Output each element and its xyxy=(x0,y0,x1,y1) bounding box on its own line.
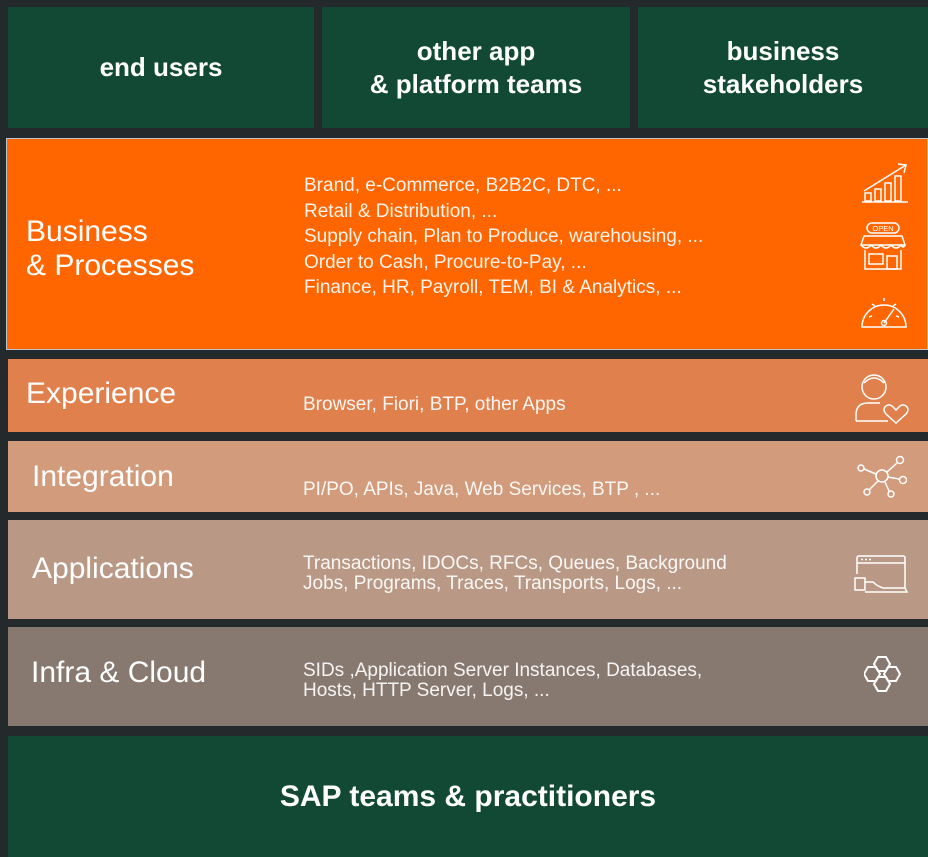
speedometer-icon xyxy=(858,287,910,333)
infra-cloud-items: SIDs ,Application Server Instances, Data… xyxy=(303,661,702,700)
sap-teams-box: SAP teams & practitioners xyxy=(8,736,928,857)
integration-layer: Integration PI/PO, APIs, Java, Web Servi… xyxy=(8,441,928,512)
business-item: Retail & Distribution, ... xyxy=(304,200,498,222)
business-processes-title: Business & Processes xyxy=(26,215,195,282)
applications-item: Jobs, Programs, Traces, Transports, Logs… xyxy=(303,572,683,594)
end-users-label: end users xyxy=(99,52,223,82)
business-item: Finance, HR, Payroll, TEM, BI & Analytic… xyxy=(304,277,682,299)
app-platform-teams-box: other app & platform teams xyxy=(322,7,630,128)
infra-cloud-item: SIDs ,Application Server Instances, Data… xyxy=(303,660,703,681)
applications-title: Applications xyxy=(32,552,194,585)
infra-cloud-title: Infra & Cloud xyxy=(31,656,207,689)
business-item: Brand, e-Commerce, B2B2C, DTC, ... xyxy=(304,175,622,196)
applications-item: Transactions, IDOCs, RFCs, Queues, Backg… xyxy=(303,553,727,574)
business-item: Order to Cash, Procure-to-Pay, ... xyxy=(304,251,587,273)
svg-text:OPEN: OPEN xyxy=(872,224,893,233)
integration-items: PI/PO, APIs, Java, Web Services, BTP , .… xyxy=(303,480,660,500)
integration-item: PI/PO, APIs, Java, Web Services, BTP , .… xyxy=(303,479,661,500)
business-processes-layer: Business & Processes Brand, e-Commerce, … xyxy=(6,138,928,350)
app-window-icon xyxy=(853,554,909,596)
growth-chart-icon xyxy=(860,161,910,203)
open-store-icon: OPEN xyxy=(857,221,909,271)
business-processes-items: Brand, e-Commerce, B2B2C, DTC, ... Retai… xyxy=(304,173,703,301)
experience-item: Browser, Fiori, BTP, other Apps xyxy=(303,394,566,415)
experience-items: Browser, Fiori, BTP, other Apps xyxy=(303,395,566,415)
applications-items: Transactions, IDOCs, RFCs, Queues, Backg… xyxy=(303,554,727,593)
experience-title: Experience xyxy=(26,377,177,410)
hexagon-cluster-icon xyxy=(864,655,904,695)
business-item: Supply chain, Plan to Produce, warehousi… xyxy=(304,226,704,248)
applications-layer: Applications Transactions, IDOCs, RFCs, … xyxy=(8,520,928,619)
app-platform-teams-label: other app & platform teams xyxy=(369,35,583,99)
integration-title: Integration xyxy=(32,460,174,493)
user-heart-icon xyxy=(854,371,910,425)
end-users-box: end users xyxy=(8,7,314,128)
business-stakeholders-label: business stakeholders xyxy=(702,35,864,99)
network-hub-icon xyxy=(857,454,907,498)
experience-layer: Experience Browser, Fiori, BTP, other Ap… xyxy=(8,359,928,432)
infra-cloud-layer: Infra & Cloud SIDs ,Application Server I… xyxy=(8,627,928,726)
business-stakeholders-box: business stakeholders xyxy=(638,7,928,128)
infra-cloud-item: Hosts, HTTP Server, Logs, ... xyxy=(303,679,550,701)
sap-teams-label: SAP teams & practitioners xyxy=(279,779,657,813)
